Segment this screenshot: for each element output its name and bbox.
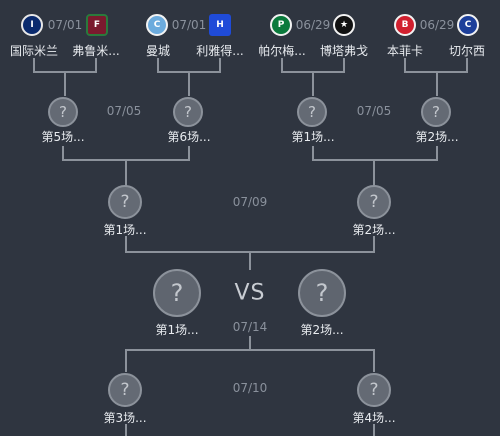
- match-slot-label: 第1场...: [291, 130, 335, 144]
- match-slot-label: 第1场...: [155, 323, 199, 337]
- match-slot-label: 第2场...: [300, 323, 344, 337]
- botafogo-logo-icon[interactable]: ★: [333, 14, 355, 36]
- al-hilal-logo-icon[interactable]: H: [209, 14, 231, 36]
- match-slot-label: 第2场...: [352, 223, 396, 237]
- match-slot-label: 第5场...: [41, 130, 85, 144]
- match-slot-label: 第2场...: [415, 130, 459, 144]
- match-slot-label: 第4场...: [352, 411, 396, 425]
- unknown-team-placeholder[interactable]: ?: [298, 269, 346, 317]
- unknown-team-placeholder[interactable]: ?: [357, 373, 391, 407]
- unknown-team-placeholder[interactable]: ?: [108, 185, 142, 219]
- team-name: 国际米兰: [9, 44, 59, 58]
- team-name: 弗鲁米...: [72, 44, 120, 58]
- unknown-team-placeholder[interactable]: ?: [48, 97, 78, 127]
- unknown-team-placeholder[interactable]: ?: [421, 97, 451, 127]
- match-date: 07/05: [106, 104, 142, 118]
- fluminense-logo-icon[interactable]: F: [86, 14, 108, 36]
- match-date: 07/01: [171, 18, 207, 32]
- unknown-team-placeholder[interactable]: ?: [173, 97, 203, 127]
- team-name: 利雅得...: [196, 44, 244, 58]
- match-date: 07/10: [232, 381, 268, 395]
- team-name: 曼城: [145, 44, 171, 58]
- team-name: 本菲卡: [386, 44, 424, 58]
- benfica-logo-icon[interactable]: B: [394, 14, 416, 36]
- unknown-team-placeholder[interactable]: ?: [297, 97, 327, 127]
- unknown-team-placeholder[interactable]: ?: [108, 373, 142, 407]
- palmeiras-logo-icon[interactable]: P: [270, 14, 292, 36]
- chelsea-logo-icon[interactable]: C: [457, 14, 479, 36]
- man-city-logo-icon[interactable]: C: [146, 14, 168, 36]
- match-date: 07/05: [356, 104, 392, 118]
- match-date: 07/09: [232, 195, 268, 209]
- match-date: 07/14: [232, 320, 268, 334]
- team-name: 博塔弗戈: [319, 44, 369, 58]
- team-name: 帕尔梅...: [258, 44, 306, 58]
- match-date: 06/29: [419, 18, 455, 32]
- match-slot-label: 第3场...: [103, 411, 147, 425]
- match-date: 07/01: [47, 18, 83, 32]
- unknown-team-placeholder[interactable]: ?: [357, 185, 391, 219]
- inter-logo-icon[interactable]: I: [21, 14, 43, 36]
- team-name: 切尔西: [448, 44, 486, 58]
- match-slot-label: 第1场...: [103, 223, 147, 237]
- match-date: 06/29: [295, 18, 331, 32]
- match-slot-label: 第6场...: [167, 130, 211, 144]
- versus-label: VS: [234, 280, 266, 306]
- unknown-team-placeholder[interactable]: ?: [153, 269, 201, 317]
